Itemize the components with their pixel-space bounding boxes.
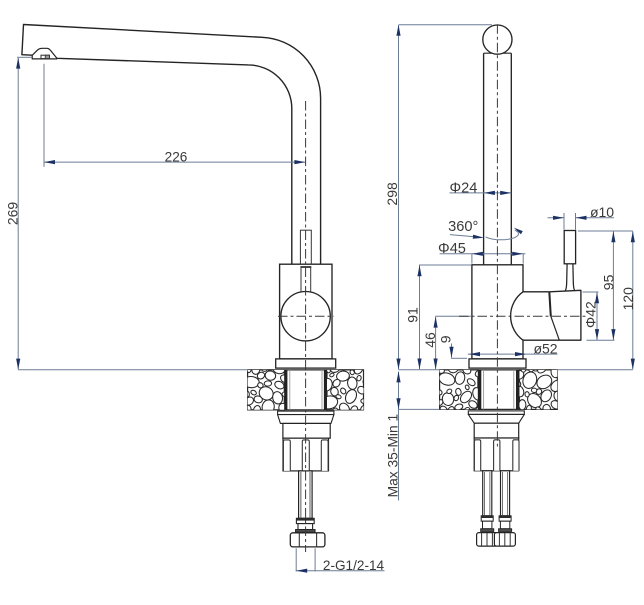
- svg-text:298: 298: [384, 182, 400, 206]
- svg-text:269: 269: [4, 202, 20, 226]
- svg-text:ø10: ø10: [590, 204, 614, 220]
- svg-text:226: 226: [165, 149, 188, 164]
- svg-text:Max 35-Min 1: Max 35-Min 1: [386, 414, 401, 498]
- svg-text:91: 91: [405, 307, 421, 323]
- svg-text:Φ24: Φ24: [449, 180, 477, 196]
- svg-text:Φ45: Φ45: [438, 241, 466, 257]
- svg-text:2-G1/2-14: 2-G1/2-14: [323, 558, 385, 573]
- svg-text:9: 9: [438, 335, 454, 343]
- svg-text:95: 95: [600, 274, 616, 290]
- svg-text:46: 46: [422, 332, 438, 348]
- svg-text:Φ42: Φ42: [583, 301, 599, 328]
- svg-text:ø52: ø52: [533, 340, 557, 356]
- svg-text:360°: 360°: [448, 219, 478, 235]
- svg-text:120: 120: [620, 287, 636, 311]
